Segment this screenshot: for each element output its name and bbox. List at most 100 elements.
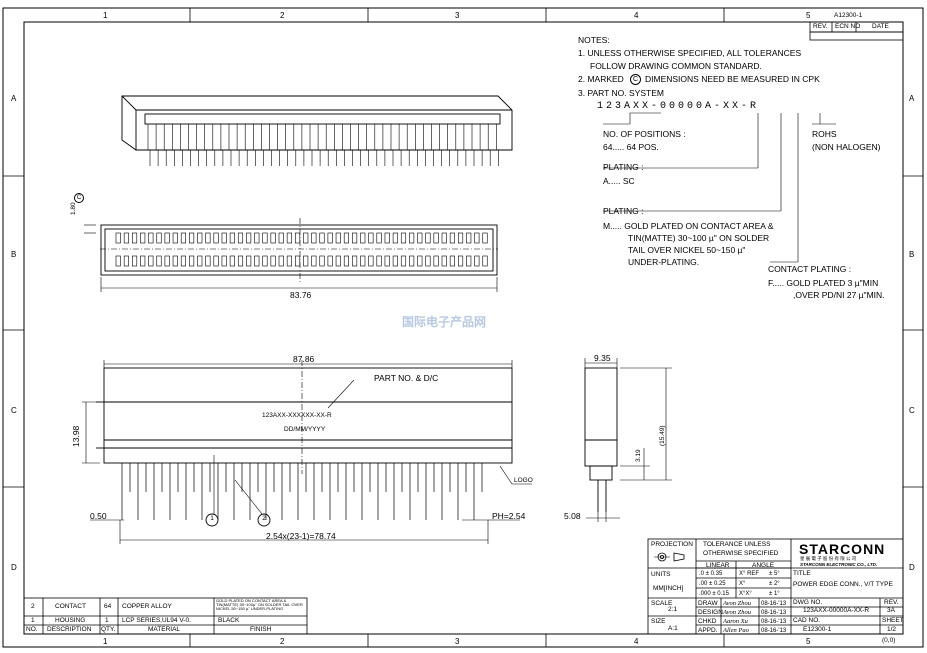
pad-top-row — [311, 232, 317, 244]
dim-tail: 0.50 — [90, 511, 107, 521]
pad-top-row — [180, 232, 186, 244]
inner-border — [23, 21, 904, 635]
title-value: POWER EDGE CONN., V/T TYPE — [793, 581, 893, 588]
pad-top-row — [229, 232, 235, 244]
pad-top-row — [278, 232, 284, 244]
draw-date: 08-16-'13 — [761, 601, 787, 607]
pad-bottom-row — [205, 255, 211, 267]
revision-table — [809, 21, 904, 41]
pad-bottom-row — [400, 255, 407, 267]
pad-top-row — [213, 232, 219, 244]
linear-tol-2: .00 ± 0.25 — [699, 581, 726, 587]
zone-number-3-bottom: 3 — [455, 637, 460, 646]
sheet-code: A12300-1 — [834, 12, 863, 19]
bom-row1-no: 1 — [31, 617, 35, 624]
zone-ticks — [3, 8, 923, 647]
zone-number-1-bottom: 1 — [103, 637, 108, 646]
note-3: 3. PART NO. SYSTEM — [578, 88, 664, 98]
bom-row2-desc: CONTACT — [55, 603, 86, 610]
outer-border — [2, 7, 924, 648]
zone-letter-a: A — [11, 94, 17, 103]
pad-bottom-row — [197, 255, 203, 267]
bom-header-desc: DESCRIPTION — [47, 626, 92, 633]
pad-bottom-row — [270, 255, 276, 267]
connector-top-view — [84, 218, 498, 292]
pad-bottom-row — [343, 255, 350, 267]
dim-side-319: 3.19 — [635, 449, 642, 462]
pad-bottom-row — [156, 255, 162, 267]
pad-top-row — [368, 232, 374, 244]
pad-bottom-row — [213, 255, 219, 267]
units-label: UNITS — [651, 571, 671, 578]
dim-side-width: 9.35 — [594, 353, 611, 363]
size-value: A:1 — [668, 625, 678, 632]
pad-bottom-row — [457, 255, 464, 267]
rohs-label: ROHS — [812, 129, 837, 139]
pad-top-row — [360, 232, 366, 244]
contact-plating-line2: ,OVER PD/NI 27 µ"MIN. — [793, 290, 885, 300]
design-date: 08-16-'13 — [761, 610, 787, 616]
rev-header-ecn: ECN NO — [835, 23, 861, 30]
bom-row1-desc: HOUSING — [55, 617, 86, 624]
linear-tol-1: .0 ± 0.35 — [699, 571, 723, 577]
pad-bottom-row — [132, 255, 138, 267]
pad-bottom-row — [392, 255, 398, 267]
pad-top-row — [482, 232, 488, 244]
bom-header-finish: FINISH — [250, 626, 272, 633]
note-2-end: DIMENSIONS NEED BE MEASURED IN CPK — [645, 74, 820, 84]
pad-bottom-row — [221, 255, 227, 267]
pad-top-row — [417, 232, 423, 244]
pad-bottom-row — [417, 255, 423, 267]
appd-name: Allen Pao — [723, 627, 749, 634]
zone-letter-a-right: A — [909, 94, 915, 103]
pad-top-row — [319, 232, 325, 244]
pad-bottom-row — [278, 255, 284, 267]
connector-iso-view — [121, 95, 513, 166]
pad-bottom-row — [441, 255, 447, 267]
pad-bottom-row — [303, 255, 309, 267]
pad-bottom-row — [368, 255, 374, 267]
contact-plating-line1: F..... GOLD PLATED 3 µ"MIN — [768, 278, 879, 288]
notes-title: NOTES: — [578, 35, 610, 45]
cad-no-label: CAD NO. — [793, 617, 821, 624]
plating2-line2: TIN(MATTE) 30~100 µ" ON SOLDER — [628, 233, 770, 243]
rev-value: 3A — [887, 607, 895, 614]
pad-top-row — [425, 232, 431, 244]
pad-bottom-row — [246, 255, 252, 267]
date-marking: DD/MM/YYYY — [284, 426, 326, 433]
pad-bottom-row — [376, 255, 382, 267]
bom-row1-finish: BLACK — [218, 617, 240, 624]
pad-top-row — [246, 232, 252, 244]
cpk-symbol-icon: C — [630, 74, 641, 85]
bom-header-qty: QTY. — [101, 626, 116, 633]
tolerance-line1: TOLERANCE UNLESS — [703, 541, 771, 548]
dim-ph: PH=2.54 — [492, 511, 526, 521]
pad-bottom-row — [180, 255, 186, 267]
zone-number-4-bottom: 4 — [634, 637, 639, 646]
sheet-label: SHEET — [882, 617, 904, 624]
rev-label: REV. — [884, 599, 899, 606]
pad-bottom-row — [123, 255, 129, 267]
zone-letter-b-right: B — [909, 250, 915, 259]
zone-number-1: 1 — [103, 11, 108, 20]
chkd-label: CHKD — [698, 618, 717, 625]
positions-label: NO. OF POSITIONS : — [603, 129, 686, 139]
rev-header-date: DATE — [872, 23, 889, 30]
note-1-line1: 1. UNLESS OTHERWISE SPECIFIED, ALL TOLER… — [578, 48, 802, 58]
plating2-label: PLATING : — [603, 206, 644, 216]
connector-side-view — [584, 358, 672, 522]
angle-tol-1a: X° REF — [739, 571, 760, 577]
zone-number-5-bottom: 5 — [806, 637, 811, 646]
angle-tol-3a: X°X° — [739, 591, 752, 597]
pad-bottom-row — [148, 255, 154, 267]
part-marking: 123AXX-XXXXXX-XX-R — [262, 412, 332, 419]
pad-bottom-row — [294, 255, 301, 267]
dim-width-front: 87.86 — [293, 354, 315, 364]
pad-bottom-row — [172, 255, 178, 267]
pad-top-row — [172, 232, 178, 244]
plating2-line3: TAIL OVER NICKEL 50~150 µ" — [628, 245, 746, 255]
note-1-line2: FOLLOW DRAWING COMMON STANDARD. — [590, 61, 762, 71]
scale-label: SCALE — [651, 600, 673, 607]
pad-bottom-row — [286, 255, 292, 267]
zone-letter-d-right: D — [909, 563, 915, 572]
